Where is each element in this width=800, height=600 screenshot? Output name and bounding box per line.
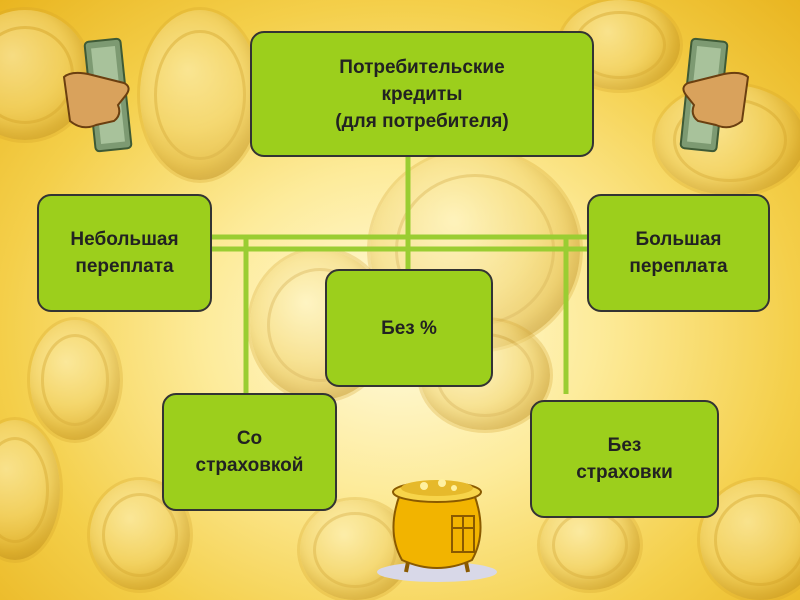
root-node-label: Потребительские кредиты (для потребителя… (335, 56, 509, 132)
without-insurance-node: Без страховки (530, 400, 719, 518)
without-insurance-label: Без страховки (576, 435, 673, 483)
small-overpay-node: Небольшая переплата (37, 194, 212, 312)
big-overpay-label: Большая переплата (629, 229, 728, 277)
big-overpay-node: Большая переплата (587, 194, 770, 312)
coin-decoration (140, 10, 260, 180)
root-node: Потребительские кредиты (для потребителя… (250, 31, 594, 157)
no-percent-node: Без % (325, 269, 493, 387)
money-hand-icon (679, 37, 750, 153)
with-insurance-label: Со страховкой (195, 428, 304, 476)
coin-decoration (30, 320, 120, 440)
small-overpay-label: Небольшая переплата (70, 229, 179, 277)
no-percent-label: Без % (381, 317, 437, 339)
gold-pot-icon (377, 479, 497, 582)
with-insurance-node: Со страховкой (162, 393, 337, 511)
coin-decoration (300, 500, 410, 600)
money-hand-icon (62, 37, 133, 153)
